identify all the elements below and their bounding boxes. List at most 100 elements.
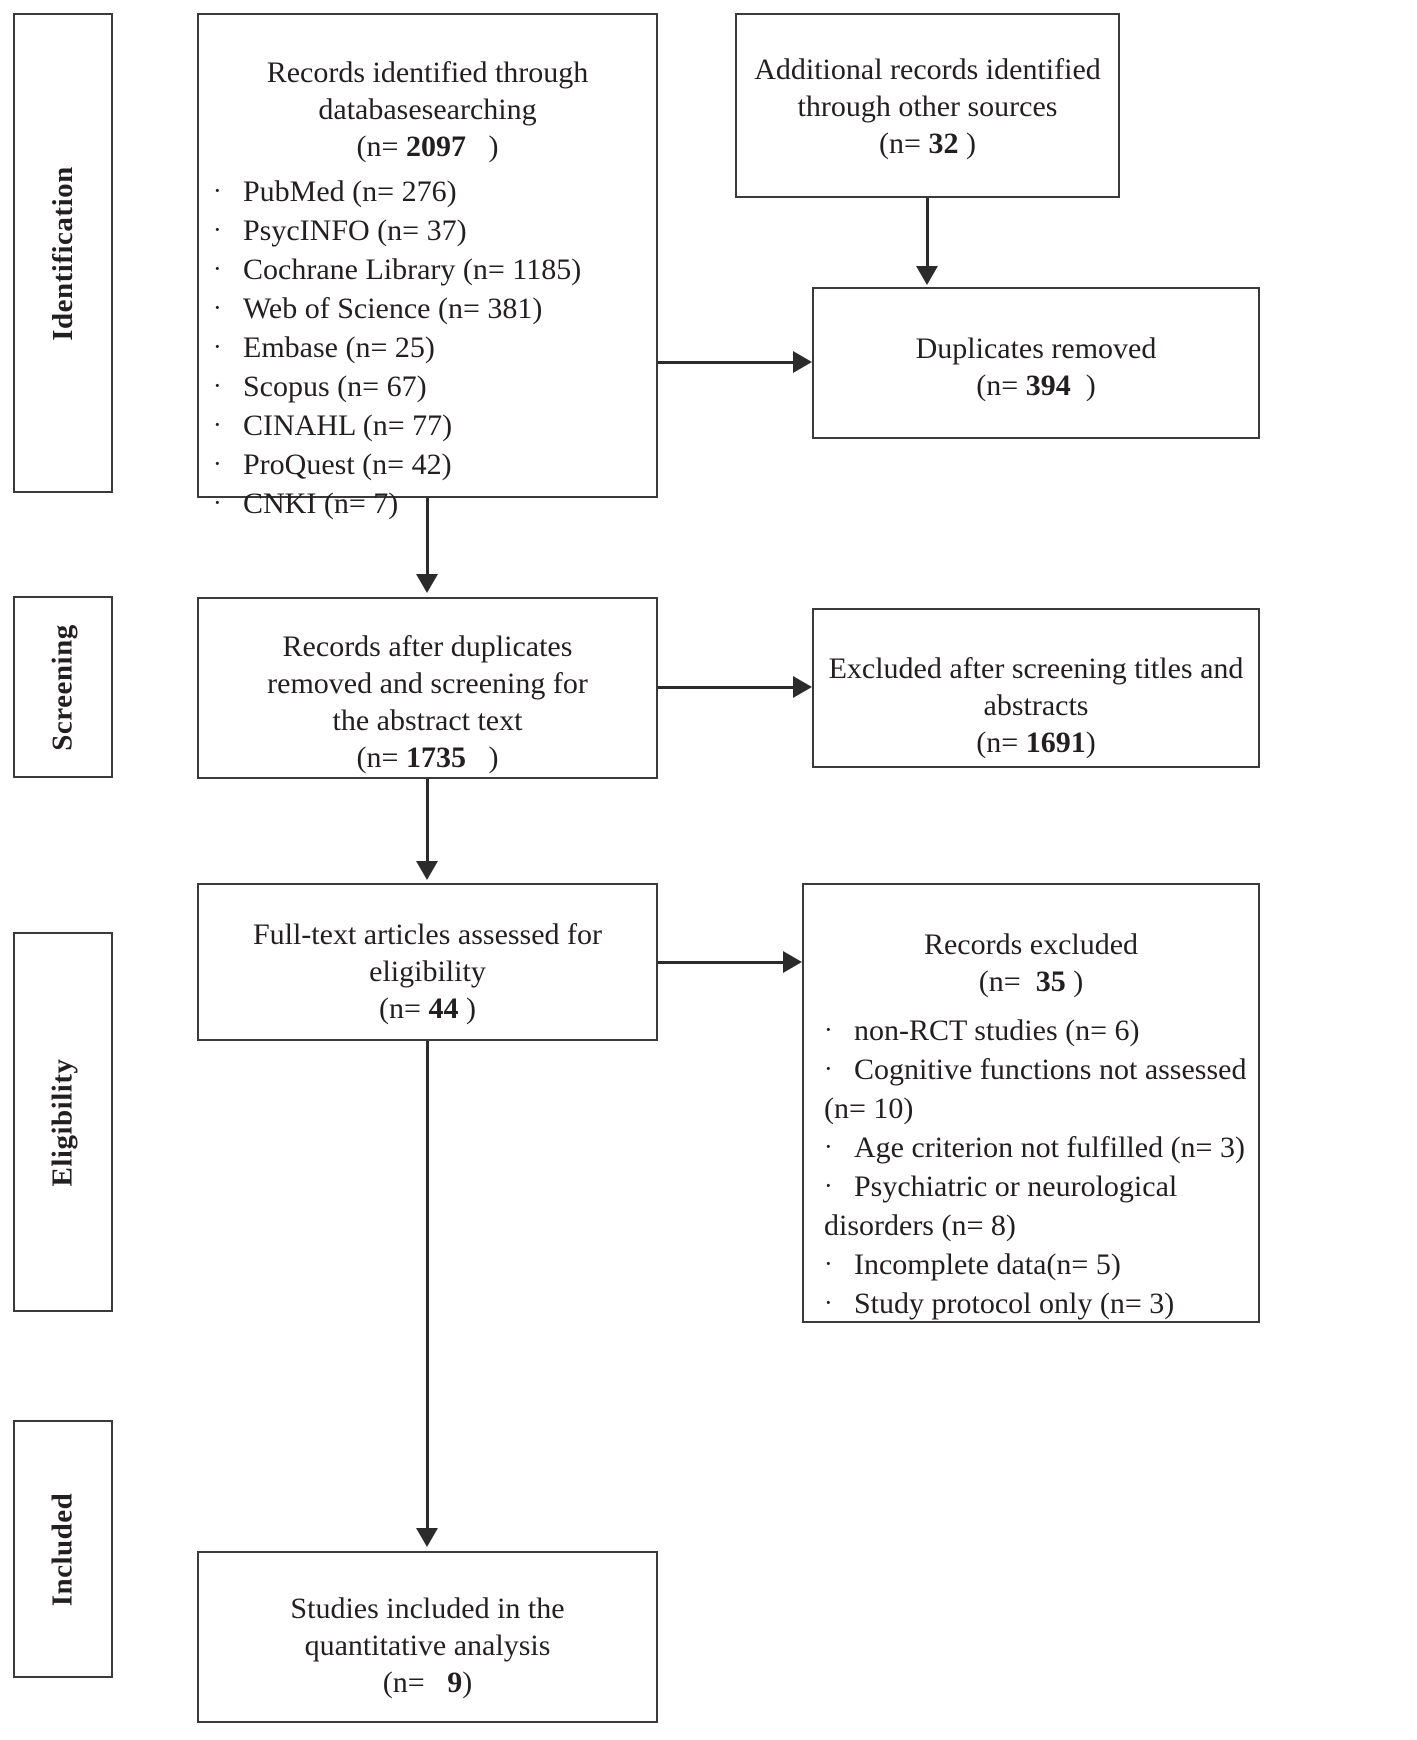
count-paren: ): [965, 127, 976, 160]
list-item-label: Cognitive functions not assessed (n= 10): [824, 1053, 1247, 1125]
box-fulltext-assessed: Full-text articles assessed for eligibil…: [197, 883, 658, 1041]
list-item: · Embase (n= 25): [213, 328, 656, 367]
count-prefix: (n=: [879, 127, 921, 160]
arrow-identified-to-after-duplicates-icon: [416, 574, 438, 593]
count-value: 2097: [405, 130, 466, 163]
connector-after-duplicates-to-excluded: [658, 686, 794, 689]
list-item-label: Embase (n= 25): [243, 331, 435, 364]
bullet-dot-icon: ·: [213, 215, 222, 244]
stage-label-included-text: Included: [46, 1492, 79, 1606]
count-paren: ): [1073, 965, 1084, 998]
list-item-label: Study protocol only (n= 3): [854, 1287, 1175, 1320]
records-identified-line2: databasesearching: [318, 93, 537, 126]
count-value: 44: [428, 992, 459, 1025]
fulltext-assessed-count: (n= 44 ): [199, 991, 656, 1028]
arrow-identified-to-duplicates-icon: [793, 351, 812, 373]
list-item: ·Psychiatric or neurological disorders (…: [824, 1167, 1248, 1245]
connector-identified-to-duplicates: [658, 361, 794, 364]
list-item: ·Incomplete data(n= 5): [824, 1245, 1248, 1284]
list-item: · Cochrane Library (n= 1185): [213, 250, 656, 289]
records-excluded-line1: Records excluded: [923, 928, 1139, 961]
additional-records-line2: through other sources: [797, 90, 1058, 123]
stage-label-identification: Identification: [13, 13, 113, 493]
box-excluded-after-screening: Excluded after screening titles and abst…: [812, 608, 1260, 768]
count-suffix: [473, 130, 488, 163]
count-prefix: (n=: [978, 965, 1021, 998]
count-value: 1735: [405, 741, 466, 774]
count-paren: ): [1085, 726, 1096, 759]
count-prefix: (n=: [356, 741, 399, 774]
list-item-label: Age criterion not fulfilled (n= 3): [854, 1131, 1245, 1164]
records-after-duplicates-line1: Records after duplicates: [282, 630, 573, 663]
list-item-label: Psychiatric or neurological disorders (n…: [824, 1170, 1178, 1242]
list-item: ·PubMed (n= 276): [213, 172, 656, 211]
list-item-label: ProQuest (n= 42): [243, 448, 452, 481]
count-space: [432, 1666, 447, 1699]
duplicates-removed-count: (n= 394 ): [814, 368, 1258, 405]
arrow-after-duplicates-to-fulltext-icon: [416, 861, 438, 880]
connector-fulltext-to-excluded: [658, 961, 784, 964]
arrow-fulltext-to-excluded-icon: [783, 951, 802, 973]
list-item: · ProQuest (n= 42): [213, 445, 656, 484]
count-prefix: (n=: [379, 992, 421, 1025]
connector-identified-to-after-duplicates: [426, 498, 429, 576]
arrow-additional-to-duplicates-icon: [916, 266, 938, 285]
fulltext-assessed-line2: eligibility: [369, 955, 486, 988]
count-space: [473, 741, 488, 774]
count-space: [1028, 965, 1036, 998]
records-identified-source-list: ·PubMed (n= 276) · PsycINFO (n= 37) · Coch…: [213, 172, 656, 523]
bullet-dot-icon: ·: [213, 371, 222, 400]
list-item: ·Age criterion not fulfilled (n= 3): [824, 1128, 1248, 1167]
studies-included-line2: quantitative analysis: [304, 1629, 551, 1662]
count-prefix: (n=: [356, 130, 399, 163]
excluded-screening-line2: abstracts: [983, 689, 1089, 722]
stage-label-included: Included: [13, 1420, 113, 1678]
list-item: ·Cognitive functions not assessed (n= 10…: [824, 1050, 1248, 1128]
box-additional-records: Additional records identified through ot…: [735, 13, 1120, 198]
list-item: · PsycINFO (n= 37): [213, 211, 656, 250]
count-value: 394: [1025, 369, 1071, 402]
records-excluded-reason-list: ·non-RCT studies (n= 6) ·Cognitive funct…: [824, 1011, 1248, 1323]
stage-label-eligibility: Eligibility: [13, 932, 113, 1312]
list-item-label: Incomplete data(n= 5): [854, 1248, 1121, 1281]
excluded-screening-count: (n= 1691): [814, 725, 1258, 762]
bullet-dot-icon: ·: [213, 332, 222, 361]
list-item-label: CNKI (n= 7): [243, 487, 399, 520]
box-studies-included: Studies included in the quantitative ana…: [197, 1551, 658, 1723]
list-item: · Scopus (n= 67): [213, 367, 656, 406]
box-records-excluded: Records excluded (n= 35 ) · non-RCT studi…: [802, 883, 1260, 1323]
bullet-dot-icon: ·: [824, 1171, 833, 1200]
stage-label-identification-text: Identification: [46, 165, 79, 341]
additional-records-count: (n= 32 ): [737, 126, 1118, 163]
bullet-dot-icon: ·: [213, 293, 222, 322]
list-item-label: Cochrane Library (n= 1185): [243, 253, 582, 286]
box-records-after-duplicates: Records after duplicates removed and scr…: [197, 597, 658, 779]
duplicates-removed-line1: Duplicates removed: [915, 332, 1157, 365]
bullet-dot-icon: ·: [213, 488, 222, 517]
count-value: 32: [928, 127, 959, 160]
count-paren: ): [488, 741, 499, 774]
bullet-dot-icon: ·: [213, 254, 222, 283]
count-paren: ): [462, 1666, 473, 1699]
records-after-duplicates-line2: removed and screening for: [267, 667, 588, 700]
records-identified-line1: Records identified through: [266, 56, 589, 89]
count-value: 35: [1035, 965, 1066, 998]
bullet-dot-icon: ·: [824, 1288, 833, 1317]
stage-label-eligibility-text: Eligibility: [46, 1058, 79, 1186]
list-item-label: non-RCT studies (n= 6): [854, 1014, 1140, 1047]
stage-label-screening: Screening: [13, 596, 113, 778]
count-value: 9: [447, 1666, 463, 1699]
count-prefix: (n=: [976, 369, 1019, 402]
list-item-label: PsycINFO (n= 37): [243, 214, 467, 247]
arrow-fulltext-to-included-icon: [416, 1528, 438, 1547]
list-item-label: Scopus (n= 67): [243, 370, 427, 403]
records-after-duplicates-count: (n= 1735 ): [199, 740, 656, 777]
additional-records-line1: Additional records identified: [754, 53, 1101, 86]
records-identified-count: (n= 2097 ): [199, 129, 656, 166]
list-item: ·CINAHL (n= 77): [213, 406, 656, 445]
list-item: ·Web of Science (n= 381): [213, 289, 656, 328]
records-excluded-count: (n= 35 ): [804, 964, 1258, 1001]
stage-label-screening-text: Screening: [46, 623, 79, 751]
connector-after-duplicates-to-fulltext: [426, 779, 429, 863]
bullet-dot-icon: ·: [213, 449, 222, 478]
